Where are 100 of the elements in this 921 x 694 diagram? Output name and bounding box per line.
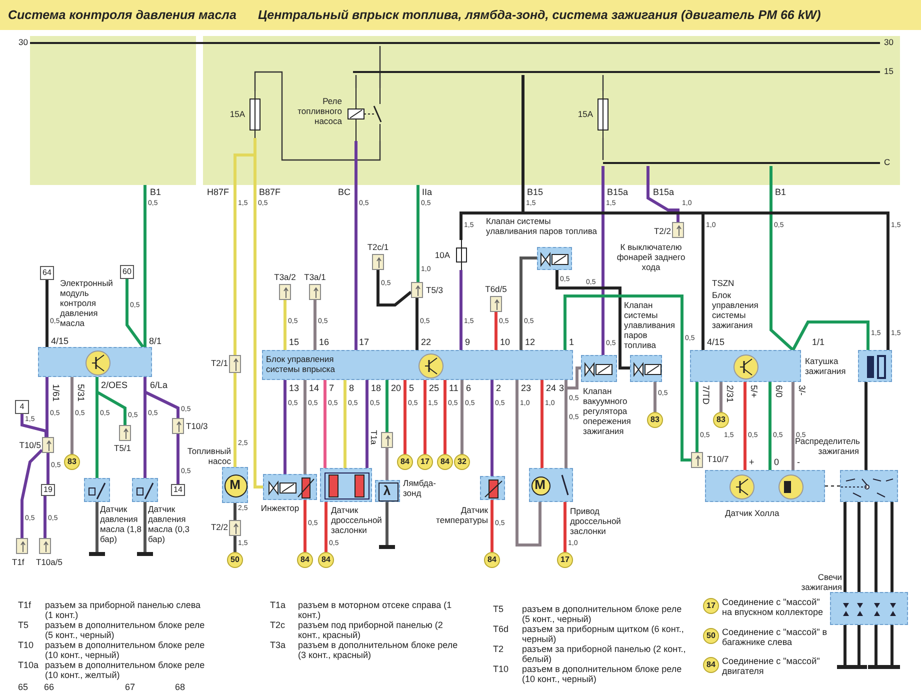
pin-label: 0	[774, 457, 780, 467]
component-label: Датчик дроссельной заслонки	[331, 505, 383, 535]
connector-label: T5/1	[114, 443, 132, 453]
pin-label: 3/-	[797, 385, 807, 396]
wire	[70, 377, 74, 454]
ground-point-marker: 84	[297, 552, 313, 568]
symbol-letter: λ	[382, 484, 392, 497]
wire	[386, 502, 388, 545]
pin-label: 6	[466, 383, 472, 393]
wire	[284, 380, 286, 474]
ground-point-marker: 32	[454, 454, 470, 470]
component-label: Датчик давления масла (1,8 бар)	[100, 504, 142, 544]
component-label: Блок управления системы впрыска	[266, 354, 336, 374]
wire	[304, 500, 306, 552]
diagram-title: Центральный впрыск топлива, лямбда-зонд, система зажигания (двигатель PM 66 kW)	[258, 8, 821, 22]
wire	[46, 280, 48, 347]
pin-label: 23	[521, 383, 532, 393]
wire	[404, 380, 406, 454]
ground-point-marker: 17	[557, 552, 573, 568]
wire	[564, 366, 581, 390]
wire	[144, 185, 146, 347]
wire	[874, 502, 878, 592]
connector-label: T2/2	[652, 226, 671, 236]
ground-point-marker: 84	[484, 552, 500, 568]
wire	[144, 502, 146, 552]
wire	[324, 502, 328, 552]
pin-label: 17	[359, 337, 370, 347]
component-label: Инжектор	[260, 503, 300, 513]
component-label: Привод дроссельной заслонки	[570, 506, 622, 536]
wire	[20, 448, 44, 538]
pin-label: 1/1	[812, 337, 825, 347]
connector-label: T6d/5	[484, 284, 508, 294]
ground-point-marker: 17	[417, 454, 433, 470]
pin-label: 2/OES	[101, 380, 128, 390]
wire	[516, 380, 542, 546]
pin-label: 12	[525, 337, 536, 347]
pin-label: 10	[500, 337, 510, 347]
wire	[720, 382, 722, 412]
reference-box: 64	[40, 266, 54, 280]
wire	[864, 382, 868, 470]
pin-label: 4/15	[51, 336, 69, 346]
connector-description: разъем под приборной панелью (2 конт., красный)	[298, 620, 444, 640]
wire	[564, 294, 691, 462]
wire	[234, 503, 236, 520]
wire	[176, 434, 180, 484]
terminal-label: 15	[884, 66, 894, 76]
connector-code: T1f	[18, 600, 32, 610]
connector-description: разъем в дополнительном блоке реле (5 конт., черный)	[522, 604, 683, 624]
pin-label: BC	[338, 187, 351, 197]
connector-label: T10/7	[707, 454, 730, 464]
wire	[460, 380, 464, 454]
pin-label: 1/61	[51, 384, 61, 402]
wire	[602, 75, 604, 91]
reference-box: 60	[120, 265, 134, 279]
connector-label: T1a	[369, 430, 379, 445]
wire	[696, 382, 698, 452]
terminal-label: 30	[18, 37, 28, 47]
ground-point-marker: 83	[647, 412, 663, 428]
pin-label: B15a	[653, 187, 674, 197]
pin-label: 7	[329, 383, 334, 393]
component-label: Клапан вакуумного регулятора опережения зажигания	[583, 386, 632, 436]
wire	[254, 71, 381, 161]
pin-label: +	[749, 457, 754, 467]
pin-label: -	[797, 457, 800, 467]
connector-code: T5	[493, 604, 504, 614]
wire	[304, 380, 306, 474]
connector-label: T10/5	[18, 440, 41, 450]
component-label: Свечи зажигания	[800, 572, 842, 592]
reference-box: 4	[15, 400, 29, 414]
connector-description: разъем в дополнительном блоке реле (10 конт., черный)	[522, 664, 683, 684]
pin-label: B87F	[259, 187, 281, 197]
pin-label: B15	[527, 187, 544, 197]
wire	[792, 382, 794, 470]
wire	[490, 500, 494, 552]
pin-label: 24	[546, 383, 556, 393]
connector-code: T5	[18, 620, 29, 630]
ground-point-marker: 83	[713, 412, 729, 428]
connector-code: T2c	[270, 620, 286, 630]
wire	[444, 380, 446, 454]
connector-code: T10	[18, 640, 34, 650]
ground-point-marker: 17	[703, 598, 719, 614]
wire	[890, 502, 894, 592]
pin-label: 13	[289, 383, 300, 393]
pin-label: 18	[371, 383, 382, 393]
component-label: Лямбда-зонд	[403, 478, 437, 498]
symbol-letter: M	[534, 478, 546, 491]
connector-code: T6d	[493, 624, 509, 634]
connector-description: разъем в дополнительном блоке реле (5 конт., черный)	[45, 620, 205, 640]
pin-label: IIa	[422, 187, 432, 197]
connector-label: T10/3	[186, 421, 209, 431]
connector-label: T2/2	[210, 522, 228, 532]
wire	[234, 373, 236, 467]
component-label: Электронный модуль контроля давления масла	[60, 278, 114, 328]
wire	[366, 380, 368, 468]
pin-label: 20	[391, 383, 402, 393]
wire	[564, 502, 566, 552]
wire	[646, 166, 680, 222]
connector-label: T2/1	[210, 358, 228, 368]
connector-label: T3a/1	[303, 272, 327, 282]
wire	[768, 382, 772, 470]
